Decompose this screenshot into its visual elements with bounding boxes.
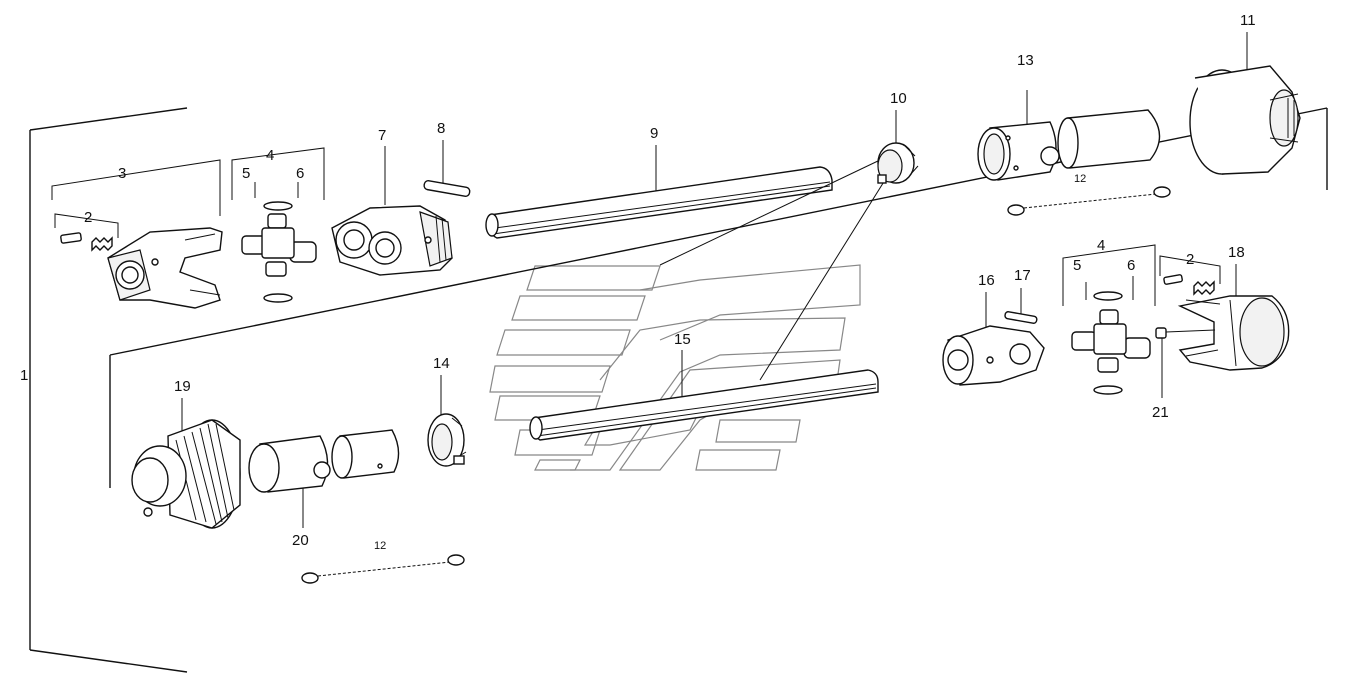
bearing-14-part [427,413,467,467]
bracket-4-upper [231,147,325,200]
nipple-21-part [1155,327,1216,339]
label-13: 13 [1017,52,1034,69]
chain-12-lower [301,554,465,584]
label-5-lower: 5 [1073,257,1081,274]
bracket-5-6-lower [1085,276,1134,300]
cross-kit-upper [241,201,317,303]
label-12-upper: 12 [1074,173,1086,185]
label-9: 9 [650,125,658,142]
bracket-4-lower [1062,244,1156,306]
label-17: 17 [1014,267,1031,284]
guard-tubes-13-part [977,109,1161,181]
label-15: 15 [674,331,691,348]
screw-bolt-left [60,232,113,252]
bearing-10-part [877,142,919,184]
bracket-5-6-upper [254,182,299,198]
label-5-upper: 5 [242,165,250,182]
label-12-lower: 12 [374,540,386,552]
label-2-left: 2 [84,209,92,226]
label-4-lower: 4 [1097,237,1105,254]
tube-15-part [529,369,879,441]
yoke-7-part [331,205,453,276]
cone-19-part [131,419,241,529]
bracket-2-right [1159,255,1221,284]
label-3: 3 [118,165,126,182]
clutch-18-part [1177,295,1290,371]
guide-10a [659,159,881,266]
cross-kit-lower [1071,291,1151,395]
label-16: 16 [978,272,995,289]
label-11: 11 [1240,12,1256,29]
chain-12-upper [1007,186,1171,216]
label-7: 7 [378,127,386,144]
cone-11-part [1189,65,1301,175]
bracket-3 [51,159,221,216]
label-4-upper: 4 [266,147,274,164]
label-2-right: 2 [1186,251,1194,268]
label-6-lower: 6 [1127,257,1135,274]
guide-10b [759,179,886,381]
tube-9-part [485,166,833,239]
screw-bolt-right [1163,274,1215,296]
label-18: 18 [1228,244,1245,261]
guard-tubes-20-part [248,429,400,493]
label-10: 10 [890,90,907,107]
label-20: 20 [292,532,309,549]
yoke-3-part [107,227,223,309]
bracket-2-left [54,213,119,238]
label-6-upper: 6 [296,165,304,182]
yoke-16-part [942,325,1045,386]
label-1: 1 [20,367,28,384]
label-19: 19 [174,378,191,395]
pin-17-part [1004,311,1038,324]
label-8: 8 [437,120,445,137]
pin-8-part [423,180,471,197]
label-21: 21 [1152,404,1169,421]
label-14: 14 [433,355,450,372]
